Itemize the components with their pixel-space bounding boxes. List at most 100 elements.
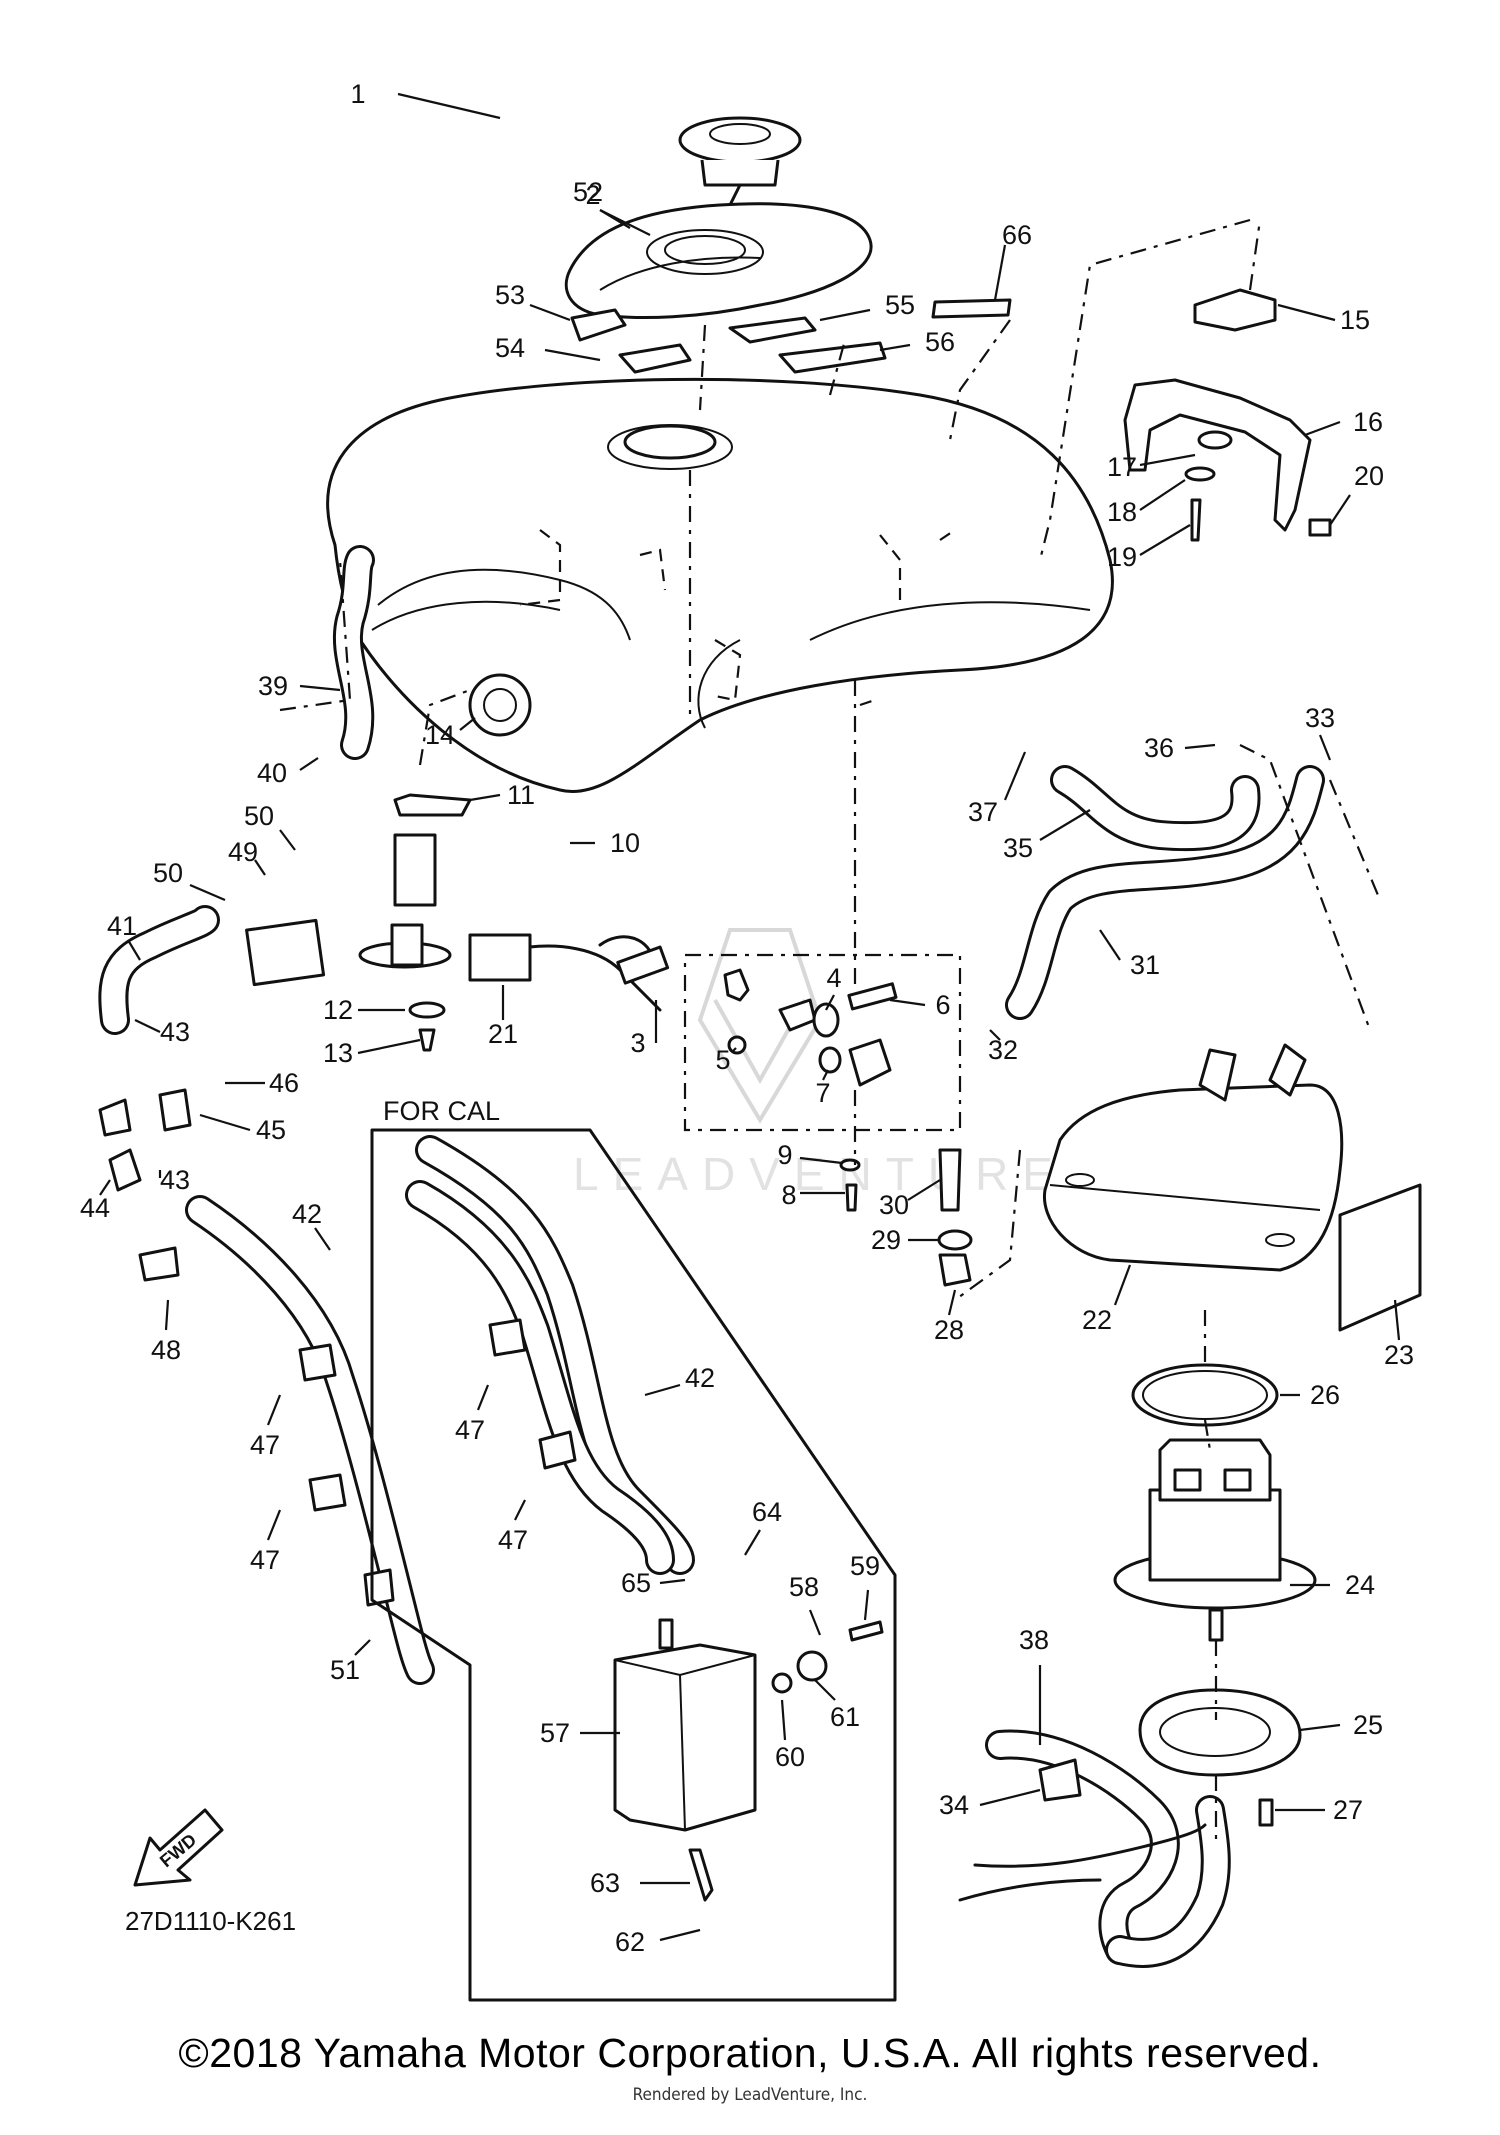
callout-leader: [127, 939, 141, 961]
callout-leader: [529, 303, 571, 322]
callout-leader: [979, 1788, 1041, 1807]
callout-25: 25: [1353, 1710, 1383, 1740]
callout-leader: [1393, 1299, 1401, 1341]
callout-52: 52: [573, 177, 603, 207]
callout-leader: [808, 1609, 822, 1636]
callout-leader: [659, 1928, 701, 1942]
callout-14: 14: [425, 720, 455, 750]
gasket-26: [1131, 1363, 1279, 1427]
callout-leader: [397, 92, 501, 120]
callout-6: 6: [935, 990, 950, 1020]
callout-2: 2: [585, 180, 600, 210]
callout-20: 20: [1354, 461, 1384, 491]
callout-leader: [99, 1179, 111, 1196]
callout-30: 30: [879, 1190, 909, 1220]
callout-leader: [1039, 809, 1091, 841]
callout-leader: [1139, 453, 1196, 467]
callout-41: 41: [107, 911, 137, 941]
fuel-hose-31: [1005, 765, 1325, 1020]
callout-1: 1: [350, 79, 365, 109]
callout-leader: [644, 1383, 681, 1397]
callout-10: 10: [610, 828, 640, 858]
callout-leader: [1318, 734, 1332, 761]
callout-leader: [731, 1047, 737, 1053]
fuel-hose-41: [98, 905, 220, 1035]
callout-47: 47: [455, 1415, 485, 1445]
callout-leader: [1184, 743, 1216, 750]
callout-38: 38: [1019, 1625, 1049, 1655]
callout-8: 8: [781, 1180, 796, 1210]
callout-leader: [266, 1394, 282, 1426]
callout-leader: [1099, 929, 1121, 961]
callout-64: 64: [752, 1497, 782, 1527]
callout-leader: [1113, 1264, 1132, 1306]
callout-27: 27: [1333, 1795, 1363, 1825]
fwd-arrow-icon: FWD: [133, 1808, 224, 1887]
for-cal-outline: [370, 1128, 897, 2002]
ring-14: [468, 673, 532, 737]
callout-36: 36: [1144, 733, 1174, 763]
callout-leader: [599, 209, 651, 236]
canister: [613, 1618, 884, 1902]
callout-leader: [254, 859, 266, 876]
callout-40: 40: [257, 758, 287, 788]
callout-leader: [279, 829, 296, 851]
callout-16: 16: [1353, 407, 1383, 437]
rendered-by-credit: Rendered by LeadVenture, Inc.: [632, 2085, 868, 2105]
callout-leader: [1299, 1723, 1341, 1732]
callout-57: 57: [540, 1718, 570, 1748]
callout-13: 13: [323, 1038, 353, 1068]
callout-43: 43: [160, 1017, 190, 1047]
pump-plate: [1138, 1688, 1302, 1827]
fuel-hose-42-cal: [405, 1135, 695, 1575]
callout-33: 33: [1305, 703, 1335, 733]
tank-bracket: [1038, 218, 1332, 561]
callout-leader: [544, 348, 601, 362]
callout-18: 18: [1107, 497, 1137, 527]
callout-34: 34: [939, 1790, 969, 1820]
callout-3: 3: [630, 1028, 645, 1058]
fuel-hose-35: [1050, 765, 1261, 852]
fuel-cap: [678, 116, 802, 267]
callout-9: 9: [777, 1140, 792, 1170]
callout-55: 55: [885, 290, 915, 320]
callout-59: 59: [850, 1551, 880, 1581]
callout-63: 63: [590, 1868, 620, 1898]
callout-leader: [993, 244, 1007, 301]
callout-60: 60: [775, 1742, 805, 1772]
callout-leader: [1003, 751, 1027, 801]
tank-cover-panel: [564, 202, 873, 320]
callout-35: 35: [1003, 833, 1033, 863]
callout-43: 43: [160, 1165, 190, 1195]
fuel-hose-38: [985, 1729, 1231, 1968]
wire-harness: [508, 935, 1207, 1902]
callout-leader: [822, 1069, 829, 1081]
callout-66: 66: [1002, 220, 1032, 250]
callout-leader: [744, 1529, 761, 1556]
callout-37: 37: [968, 797, 998, 827]
callout-leader: [134, 1019, 161, 1033]
callout-leader: [659, 1578, 686, 1585]
callout-leader: [476, 1384, 490, 1411]
callout-leader: [314, 1227, 331, 1251]
callout-42: 42: [292, 1199, 322, 1229]
callout-leader: [1139, 524, 1191, 556]
callout-leader: [299, 757, 319, 771]
callout-leader: [459, 717, 476, 731]
callout-62: 62: [615, 1927, 645, 1957]
callout-49: 49: [228, 837, 258, 867]
callout-leader: [469, 793, 501, 802]
fuel-hose-40: [332, 545, 375, 760]
callout-47: 47: [250, 1430, 280, 1460]
callout-leader: [780, 1699, 787, 1741]
callout-21: 21: [488, 1019, 518, 1049]
callout-leader: [1139, 479, 1186, 511]
callout-39: 39: [258, 671, 288, 701]
callout-50: 50: [244, 801, 274, 831]
for-cal-label: FOR CAL: [383, 1096, 500, 1126]
callout-11: 11: [507, 780, 535, 810]
callout-65: 65: [621, 1568, 651, 1598]
callout-4: 4: [826, 963, 841, 993]
callout-leader: [814, 1679, 836, 1701]
